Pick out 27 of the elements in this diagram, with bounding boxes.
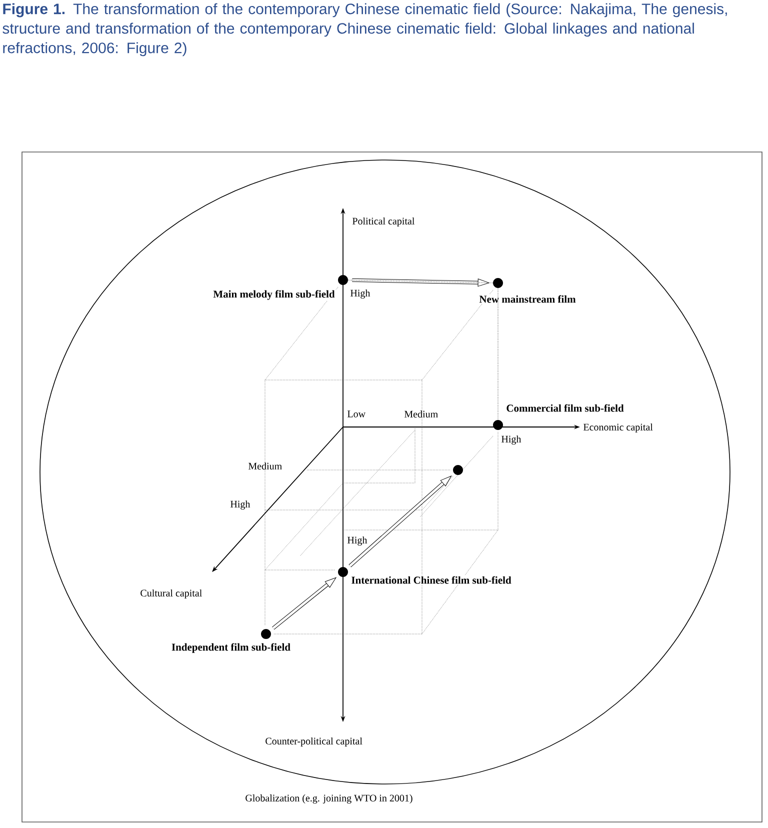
axis-label: Cultural capital <box>140 589 202 599</box>
scale-label: Low <box>347 410 366 418</box>
hollow-arrow <box>272 577 336 630</box>
node-label: Independent film sub-field <box>172 643 290 653</box>
scale-label: High <box>501 435 522 445</box>
data-point <box>453 465 463 475</box>
hollow-arrow <box>348 476 452 568</box>
node-label: Commercial film sub-field <box>506 404 624 412</box>
node-label: New mainstream film <box>479 295 576 303</box>
scale-label: High <box>347 536 368 546</box>
labeled-data-point: New mainstream film <box>478 278 577 304</box>
axis-label: Political capital <box>352 217 414 227</box>
scale-label: Medium <box>248 462 282 470</box>
note-text: Globalization (e.g. joining WTO in 2001) <box>246 794 412 804</box>
node-label: Main melody film sub-field <box>213 290 335 300</box>
scale-label: High <box>230 500 250 510</box>
dotted-line <box>348 280 494 284</box>
hollow-arrow <box>352 278 490 287</box>
scale-label: High <box>350 289 370 299</box>
scale-label: Medium <box>404 410 438 418</box>
labeled-data-point: Main melody film sub-field <box>212 275 348 301</box>
labeled-data-point: International Chinese film sub-field <box>338 567 512 585</box>
labeled-data-point: Independent film sub-field <box>170 629 292 654</box>
figure-caption: Figure 1. The transformation of the contemporary Chinese cinematic field (Source: Nakajima, The genesis, structure and transformation of the contemporary Chinese cinematic field: Global linkages and national refractions, 2006: Figure 2) <box>2 3 727 56</box>
node-label: International Chinese film sub-field <box>352 576 512 584</box>
axis-label: Economic capital <box>583 423 653 433</box>
axis-label: Counter-political capital <box>266 737 362 747</box>
